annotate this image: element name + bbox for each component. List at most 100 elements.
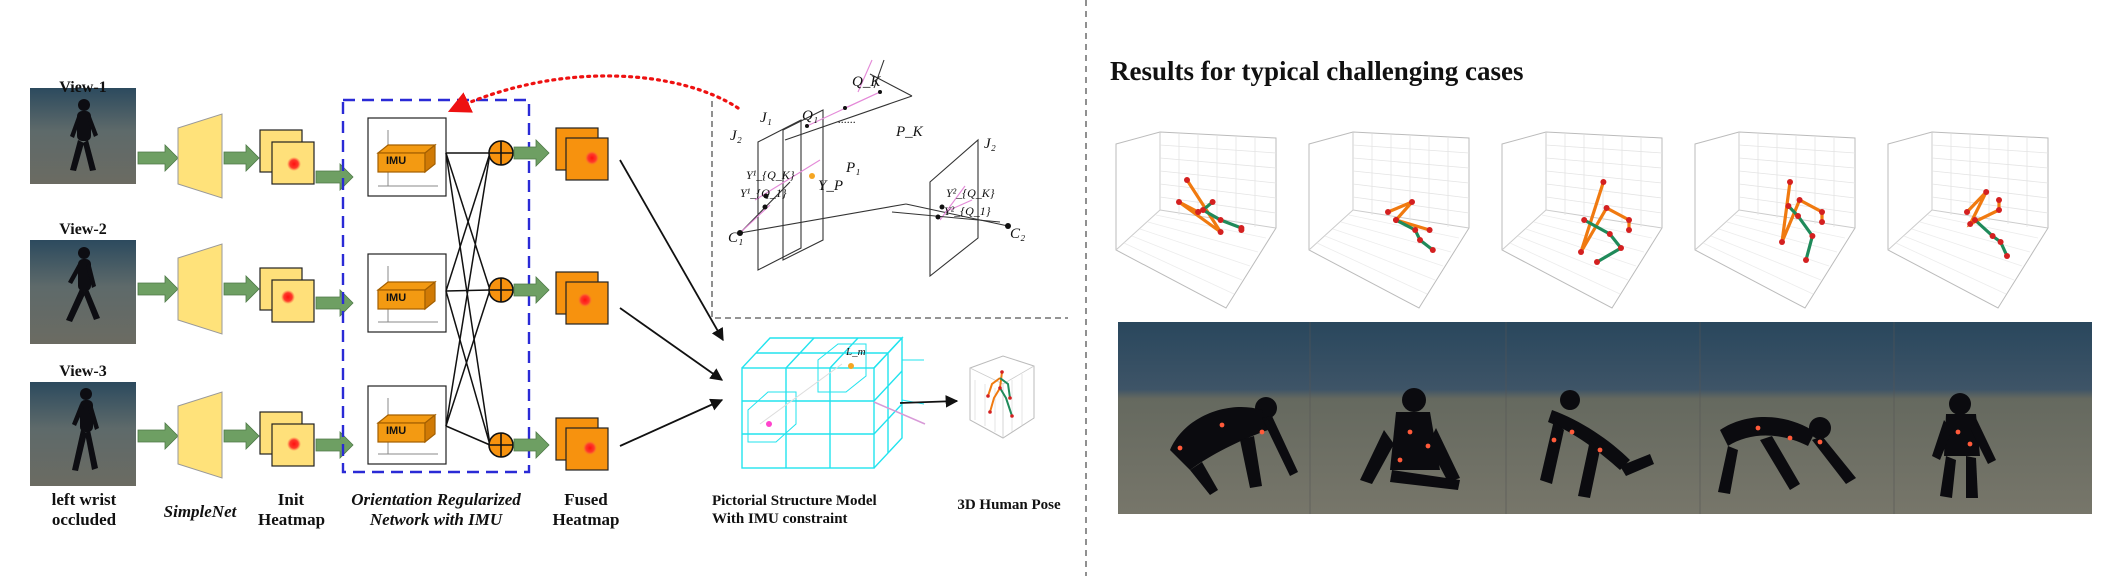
pose-plot-1 xyxy=(1115,131,1277,309)
imu-label-2: IMU xyxy=(386,292,407,304)
geo-p1: P₁ xyxy=(846,160,861,176)
geo-c2: C₂ xyxy=(1010,226,1026,242)
geometry-inset-frame xyxy=(711,101,1068,319)
result-photo-strip xyxy=(1118,322,2092,514)
fused-heatmaps xyxy=(555,127,609,471)
view-2-label: View-2 xyxy=(59,221,107,238)
skeleton-joint xyxy=(1996,197,2002,203)
skeleton-joint xyxy=(1176,199,1182,205)
pose-label: 3D Human Pose xyxy=(957,497,1061,513)
skeleton-joint xyxy=(1989,233,1996,239)
psm-lm: L_m xyxy=(846,346,866,358)
skeleton-joint xyxy=(1626,227,1632,233)
skeleton-joint xyxy=(2004,253,2010,259)
skeleton-limb xyxy=(1583,218,1624,264)
skeleton-joint xyxy=(1803,257,1809,263)
skeleton-joint xyxy=(1809,233,1816,239)
skeleton-joint xyxy=(1964,209,1970,215)
orn-label: Orientation Regularized Network with IMU xyxy=(351,490,521,530)
skeleton-joint xyxy=(1195,209,1202,215)
skeleton-joint xyxy=(1795,213,1801,219)
skeleton-joint xyxy=(1385,209,1391,215)
skeleton-joint xyxy=(1618,245,1624,251)
skeleton-limb xyxy=(1387,200,1431,232)
skeleton-joint xyxy=(1417,237,1423,243)
skeleton-joint xyxy=(1997,239,2004,245)
view-1-photo xyxy=(30,88,136,184)
geo-yp: Y_P xyxy=(818,178,844,194)
skeleton-joint xyxy=(1819,209,1825,215)
geo-dots: ...... xyxy=(838,112,856,126)
skeleton-joint xyxy=(1983,189,1990,195)
skeleton-joint xyxy=(1600,179,1607,185)
skeleton-joint xyxy=(1429,247,1436,253)
skeleton-joint xyxy=(1606,231,1613,237)
skeleton-joint xyxy=(1972,217,1978,223)
skeleton-limb xyxy=(1787,204,1815,261)
skeleton-joint xyxy=(1426,227,1433,233)
skeleton-joint xyxy=(1184,177,1190,183)
epipolar-geometry xyxy=(739,59,1009,278)
view-3-label: View-3 xyxy=(59,363,107,380)
skeleton-joint xyxy=(1779,239,1785,245)
small-3d-pose xyxy=(969,355,1035,439)
skeleton-joint xyxy=(1796,197,1803,203)
view-2-photo xyxy=(30,240,136,344)
skeleton-limb xyxy=(1395,218,1434,252)
pose-plot-4 xyxy=(1694,131,1856,309)
simplenet-label: SimpleNet xyxy=(163,502,237,521)
skeleton-joint xyxy=(1996,207,2002,213)
simplenet-blocks xyxy=(177,113,223,479)
geo-y1qk: Y¹_{Q_K} xyxy=(746,168,795,182)
fused-heatmap-label: Fused Heatmap xyxy=(552,490,620,530)
skeleton-limb xyxy=(1973,218,2009,257)
view-3-photo xyxy=(30,382,136,486)
skeleton-joint xyxy=(1217,217,1224,223)
pose-plot-3 xyxy=(1501,131,1663,309)
geo-j1: J₁ xyxy=(760,110,772,126)
pose-plot-2 xyxy=(1308,131,1470,309)
skeleton-joint xyxy=(1787,179,1793,185)
geo-y1q1: Y¹_{Q_1} xyxy=(740,186,787,200)
fused-to-psm-arrows xyxy=(619,159,724,447)
imu-label-1: IMU xyxy=(386,155,407,167)
skeleton-joint xyxy=(1594,259,1600,265)
skeleton-joint xyxy=(1578,249,1584,255)
green-arrows-3 xyxy=(315,163,354,459)
feedback-arrow xyxy=(447,74,740,113)
init-heatmap-label: Init Heatmap xyxy=(258,490,326,530)
skeleton-joint xyxy=(1785,203,1792,209)
pose-plot-5 xyxy=(1887,131,2049,309)
skeleton-joint xyxy=(1238,227,1245,233)
geometry-points xyxy=(737,90,1011,236)
occluded-note: left wrist occluded xyxy=(51,490,117,530)
psm-label: Pictorial Structure Model With IMU const… xyxy=(712,493,877,527)
geo-y2q1: Y²_{Q_1} xyxy=(944,204,991,218)
geo-y2qk: Y²_{Q_K} xyxy=(946,186,995,200)
cross-connections xyxy=(445,152,491,446)
geo-pk: P_K xyxy=(896,124,923,140)
psm-extras xyxy=(759,363,926,427)
skeleton-joint xyxy=(1967,221,1974,227)
skeleton-joint xyxy=(1217,229,1224,235)
green-arrows-1 xyxy=(137,144,179,450)
view-1-label: View-1 xyxy=(59,79,107,96)
skeleton-limb xyxy=(1178,179,1222,234)
skeleton-joint xyxy=(1819,219,1825,225)
geo-j2b: J₂ xyxy=(984,136,996,152)
green-arrows-4 xyxy=(513,139,550,459)
skeleton-joint xyxy=(1393,217,1399,223)
init-heatmaps xyxy=(259,129,315,467)
green-arrows-2 xyxy=(223,144,260,450)
imu-boxes xyxy=(367,117,447,465)
geo-q1: Q₁ xyxy=(802,108,819,124)
skeleton-joint xyxy=(1603,205,1610,211)
imu-label-3: IMU xyxy=(386,425,407,437)
results-title: Results for typical challenging cases xyxy=(1110,56,1524,86)
skeleton-joint xyxy=(1581,217,1588,223)
psm-to-pose-arrow xyxy=(899,395,959,408)
geo-c1: C₁ xyxy=(728,230,744,246)
skeleton-joint xyxy=(1200,207,1206,213)
skeleton-joint xyxy=(1412,227,1419,233)
